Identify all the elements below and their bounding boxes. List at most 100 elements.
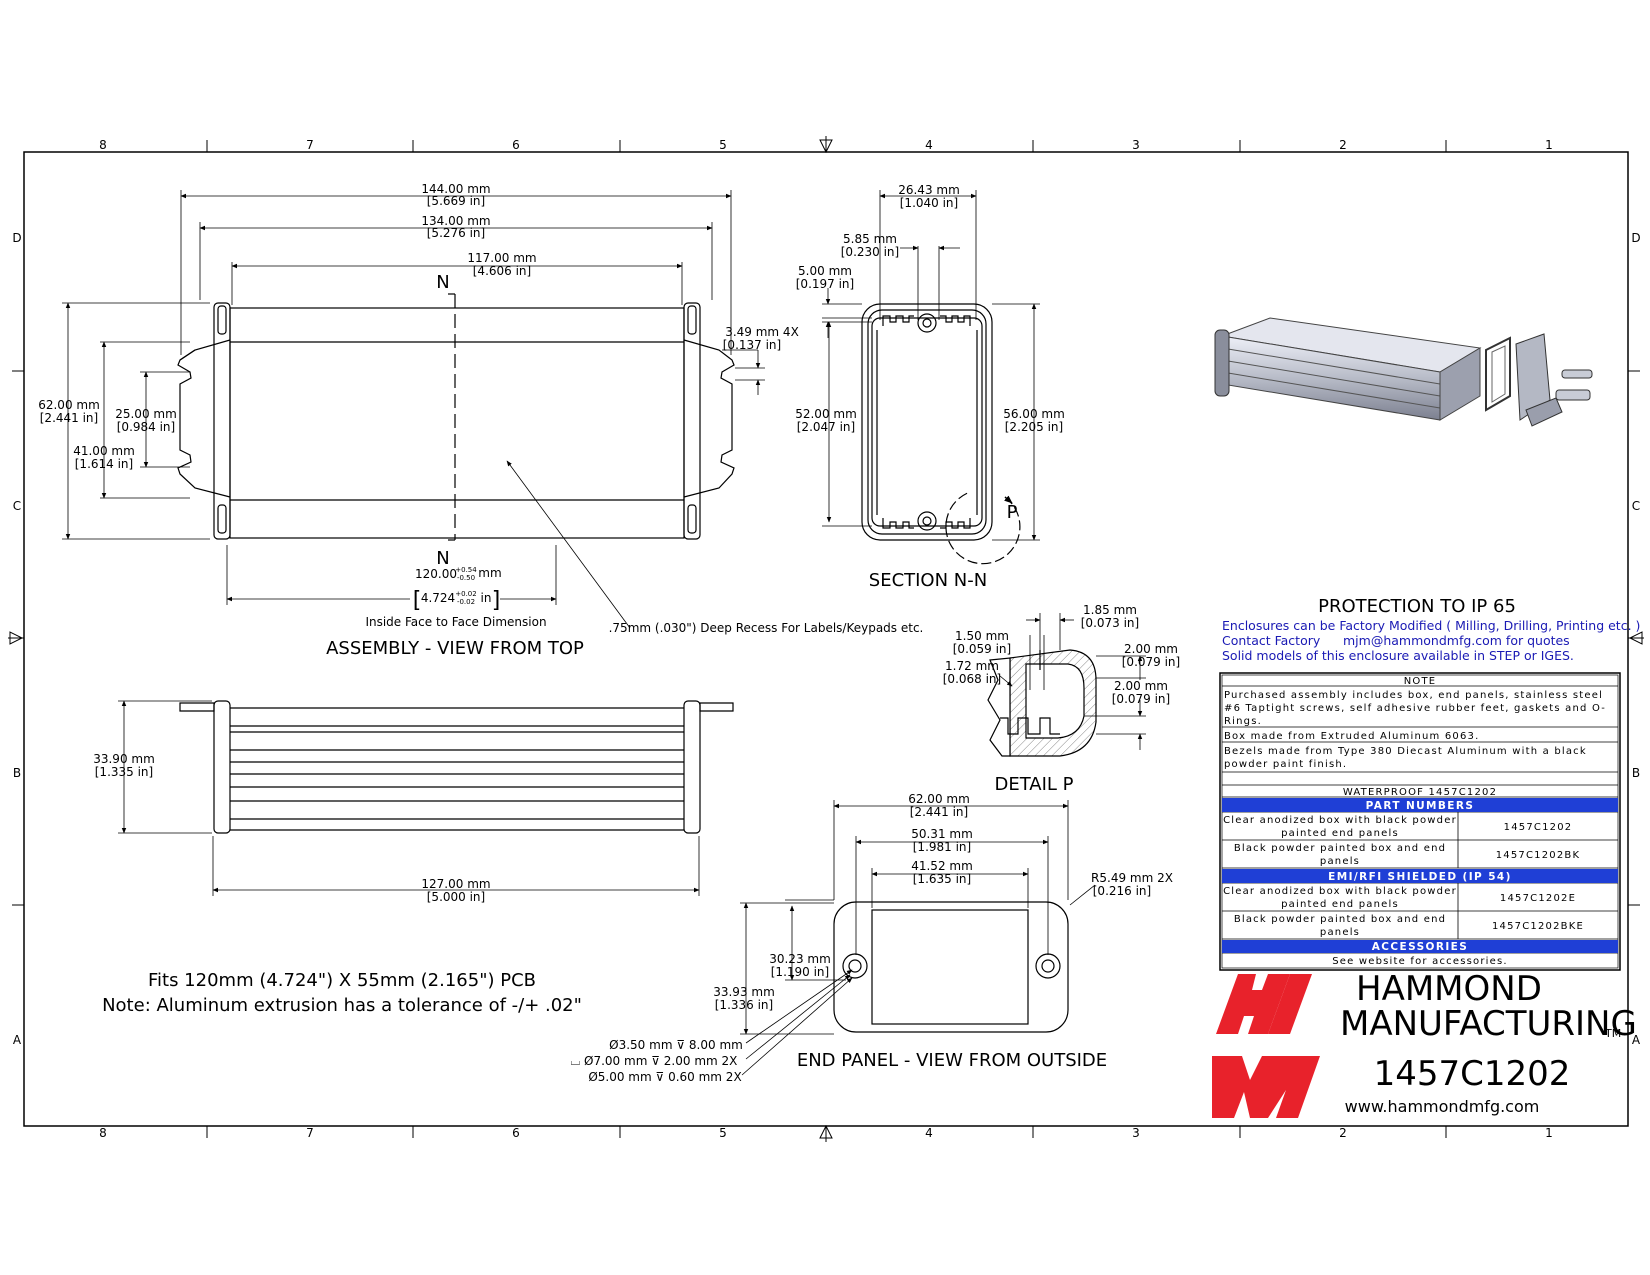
row-label: D <box>12 231 21 245</box>
col-label: 6 <box>512 1126 520 1140</box>
note-row3-line1: Bezels made from Type 380 Diecast Alumin… <box>1224 746 1587 757</box>
contact-factory-label: Contact Factory <box>1222 633 1321 648</box>
col-label: 5 <box>719 1126 727 1140</box>
column-labels-top: 8 7 6 5 4 3 2 1 <box>99 138 1553 152</box>
enclosure-3d-render <box>1214 317 1593 427</box>
note-row1-line3: Rings. <box>1224 716 1262 727</box>
p1-part-number: 1457C1202 <box>1504 822 1573 833</box>
recess-note: .75mm (.030") Deep Recess For Labels/Key… <box>609 621 924 635</box>
col-label: 2 <box>1339 1126 1347 1140</box>
dim-185-mm: 1.85 mm <box>1083 603 1137 617</box>
section-mark-bottom: N <box>436 548 449 569</box>
col-label: 1 <box>1545 138 1553 152</box>
row-label: B <box>13 766 21 780</box>
column-labels-bottom: 8 7 6 5 4 3 2 1 <box>99 1126 1553 1140</box>
dim-339-in: [1.335 in] <box>95 765 153 779</box>
dim-185-in: [0.073 in] <box>1081 616 1139 630</box>
p1-desc-line2: painted end panels <box>1281 828 1399 839</box>
detail-labels: 1.85 mm [0.073 in] 1.50 mm [0.059 in] 1.… <box>943 603 1180 795</box>
end-panel-title: END PANEL - VIEW FROM OUTSIDE <box>797 1050 1107 1071</box>
bracket-right: ] <box>492 588 501 613</box>
note-row1-line2: #6 Taptight screws, self adhesive rubber… <box>1224 703 1606 714</box>
dim-56-in: [2.205 in] <box>1005 420 1063 434</box>
dim-150-in: [0.059 in] <box>953 642 1011 656</box>
hammond-logo <box>1212 974 1320 1118</box>
section-title: SECTION N-N <box>869 570 987 591</box>
detail-title: DETAIL P <box>994 774 1073 795</box>
dim-2643-mm: 26.43 mm <box>898 183 960 197</box>
dim-144-in: [5.669 in] <box>427 194 485 208</box>
dim-52-in: [2.047 in] <box>797 420 855 434</box>
dim-120-base: 120.00 <box>415 567 457 581</box>
row-label: A <box>13 1033 22 1047</box>
brand-name-2: MANUFACTURING <box>1340 1004 1637 1044</box>
dim-62-mm: 62.00 mm <box>38 398 100 412</box>
top-view-drawing <box>177 293 735 541</box>
e1-part-number: 1457C1202E <box>1500 893 1576 904</box>
dim-4152-mm: 41.52 mm <box>911 859 973 873</box>
brand-name-1: HAMMOND <box>1356 969 1542 1009</box>
tolerance-note: Note: Aluminum extrusion has a tolerance… <box>102 995 582 1016</box>
dim-117-in: [4.606 in] <box>473 264 531 278</box>
dim-4724-tol-minus: -0.02 <box>457 598 475 606</box>
dim-3393-mm: 33.93 mm <box>713 985 775 999</box>
dim-r549-mm: R5.49 mm 2X <box>1091 871 1173 885</box>
dim-62b-in: [2.441 in] <box>910 805 968 819</box>
detail-mark: P <box>1007 502 1018 523</box>
dim-144-mm: 144.00 mm <box>421 182 490 196</box>
e1-desc-line1: Clear anodized box with black powder <box>1223 886 1457 897</box>
e2-desc-line1: Black powder painted box and end <box>1234 914 1446 925</box>
dim-127-in: [5.000 in] <box>427 890 485 904</box>
e1-desc-line2: painted end panels <box>1281 899 1399 910</box>
side-view-dimensions <box>118 700 700 896</box>
dim-120-unit: mm <box>478 566 501 580</box>
accessories-text: See website for accessories. <box>1332 956 1508 967</box>
dim-62b-mm: 62.00 mm <box>908 792 970 806</box>
side-view-labels: 33.90 mm [1.335 in] 127.00 mm [5.000 in] <box>93 752 490 904</box>
contact-email-link[interactable]: mjm@hammondmfg.com for quotes <box>1343 633 1570 648</box>
top-view-labels: 144.00 mm [5.669 in] 134.00 mm [5.276 in… <box>38 182 923 659</box>
dim-56-mm: 56.00 mm <box>1003 407 1065 421</box>
dim-134-in: [5.276 in] <box>427 226 485 240</box>
dim-172-mm: 1.72 mm <box>945 659 999 673</box>
col-label: 2 <box>1339 138 1347 152</box>
dim-62-in: [2.441 in] <box>40 411 98 425</box>
row-label: C <box>1632 499 1640 513</box>
col-label: 8 <box>99 138 107 152</box>
dim-5031-in: [1.981 in] <box>913 840 971 854</box>
dim-127-mm: 127.00 mm <box>421 877 490 891</box>
dim-349-mm: 3.49 mm 4X <box>725 325 799 339</box>
dim-117-mm: 117.00 mm <box>467 251 536 265</box>
row-label: C <box>13 499 21 513</box>
end-panel-labels: 62.00 mm [2.441 in] 50.31 mm [1.981 in] … <box>571 792 1173 1084</box>
protection-title: PROTECTION TO IP 65 <box>1318 596 1516 617</box>
note-row2: Box made from Extruded Aluminum 6063. <box>1224 731 1480 742</box>
dim-5031-mm: 50.31 mm <box>911 827 973 841</box>
note-header: NOTE <box>1404 676 1437 687</box>
dim-200b-mm: 2.00 mm <box>1114 679 1168 693</box>
note-row3-line2: powder paint finish. <box>1224 759 1347 770</box>
p2-part-number: 1457C1202BK <box>1496 850 1581 861</box>
inside-face-note: Inside Face to Face Dimension <box>365 615 546 629</box>
dim-200a-in: [0.079 in] <box>1122 655 1180 669</box>
detail-dimensions <box>999 613 1146 750</box>
dim-4724-base: 4.724 <box>421 591 455 605</box>
dim-200b-in: [0.079 in] <box>1112 692 1170 706</box>
brand-text: HAMMOND MANUFACTURING TM 1457C1202 www.h… <box>1340 969 1637 1116</box>
section-dimensions <box>822 190 1040 541</box>
note-table: NOTE Purchased assembly includes box, en… <box>1219 672 1621 971</box>
dim-500-in: [0.197 in] <box>796 277 854 291</box>
website-link[interactable]: www.hammondmfg.com <box>1345 1097 1540 1116</box>
waterproof-label: WATERPROOF 1457C1202 <box>1343 787 1497 798</box>
dim-500-mm: 5.00 mm <box>798 264 852 278</box>
row-labels-right: D C B A <box>1631 231 1641 1047</box>
col-label: 5 <box>719 138 727 152</box>
dim-r549-in: [0.216 in] <box>1093 884 1151 898</box>
dim-41-in: [1.614 in] <box>75 457 133 471</box>
emi-header: EMI/RFI SHIELDED (IP 54) <box>1328 871 1512 883</box>
side-view-drawing <box>179 700 734 834</box>
dim-585-in: [0.230 in] <box>841 245 899 259</box>
part-number-title: 1457C1202 <box>1374 1054 1571 1094</box>
row-label: D <box>1631 231 1640 245</box>
